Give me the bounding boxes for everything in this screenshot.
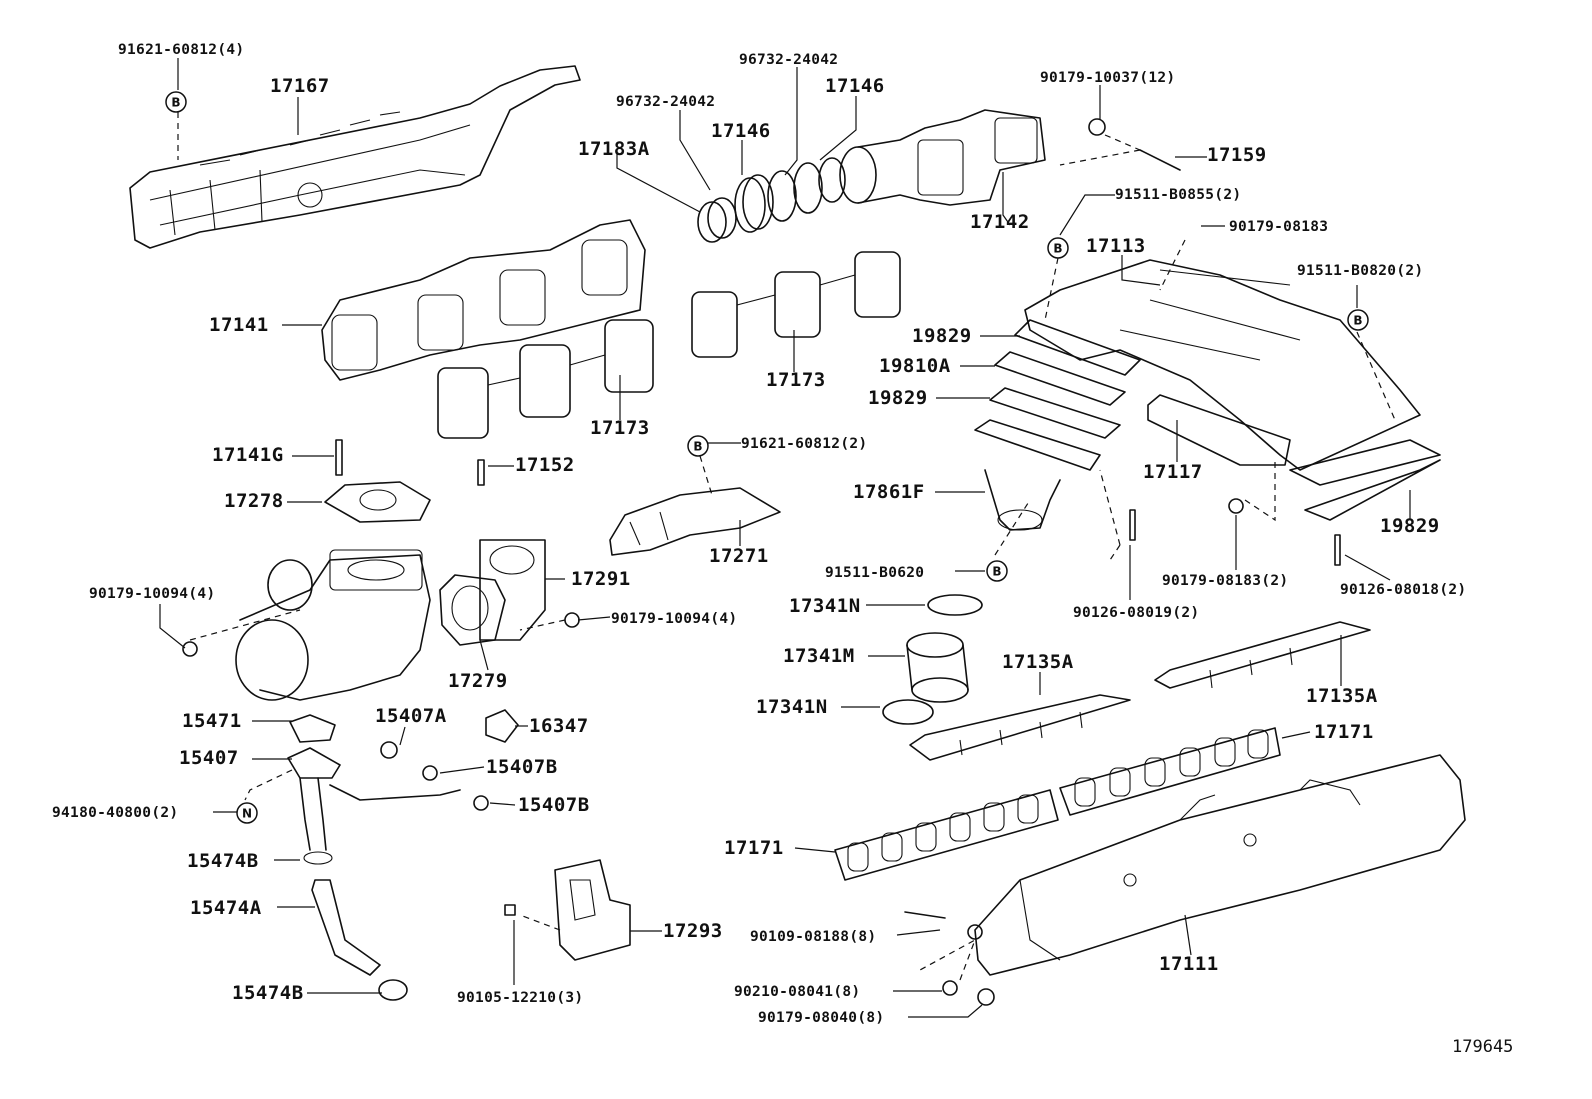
label-16347: 16347 (529, 715, 589, 737)
label-17341M: 17341M (783, 645, 855, 667)
label-90179-08183: 90179-08183 (1229, 219, 1328, 235)
svg-text:B: B (1053, 242, 1062, 256)
label-90210-08041-8: 90210-08041(8) (734, 984, 860, 1000)
exhaust-rings (697, 157, 846, 243)
svg-text:B: B (171, 96, 180, 110)
exhaust-manifold-17141 (321, 219, 646, 381)
insulator-17135A-left (909, 694, 1131, 761)
gaskets-19829-19810A (989, 319, 1141, 439)
symbol-b-5: B (986, 560, 1008, 582)
fasteners (182, 118, 1341, 1006)
label-17141G: 17141G (212, 444, 284, 466)
label-17278: 17278 (224, 490, 284, 512)
label-17135A-b: 17135A (1306, 685, 1378, 707)
label-19829-b: 19829 (868, 387, 928, 409)
intake-elbow-17113 (1024, 259, 1441, 521)
label-17341N-b: 17341N (756, 696, 828, 718)
symbol-b-1: B (165, 91, 187, 113)
label-15471: 15471 (182, 710, 242, 732)
label-96732-24042-a: 96732-24042 (739, 52, 838, 68)
label-17183A: 17183A (578, 138, 650, 160)
label-17135A-a: 17135A (1002, 651, 1074, 673)
pipe-17861F (974, 419, 1101, 531)
label-17279: 17279 (448, 670, 508, 692)
label-15474B-a: 15474B (187, 850, 259, 872)
insulator-17271 (609, 487, 781, 556)
label-90109-08188-8: 90109-08188(8) (750, 929, 876, 945)
label-19829-c: 19829 (1380, 515, 1440, 537)
label-91511-b0620: 91511-B0620 (825, 565, 924, 581)
svg-text:B: B (693, 440, 702, 454)
label-17173-left: 17173 (590, 417, 650, 439)
label-17117: 17117 (1143, 461, 1203, 483)
exhaust-pipe-17142 (839, 109, 1046, 206)
label-90179-08183-2: 90179-08183(2) (1162, 573, 1288, 589)
gasket-17278 (324, 481, 431, 523)
label-17861F: 17861F (853, 481, 925, 503)
elbow-17291 (439, 539, 546, 646)
gaskets-17173-left (437, 319, 654, 439)
label-17293: 17293 (663, 920, 723, 942)
gasket-17171-lower (834, 789, 1059, 881)
label-91511-b0820-2: 91511-B0820(2) (1297, 263, 1423, 279)
label-15407A: 15407A (375, 705, 447, 727)
label-90179-10037-12: 90179-10037(12) (1040, 70, 1175, 86)
label-17173-right: 17173 (766, 369, 826, 391)
label-17141: 17141 (209, 314, 269, 336)
symbol-b-3: B (1347, 309, 1369, 331)
part-labels: 91621-60812(4) 17167 96732-24042 96732-2… (52, 42, 1513, 1057)
label-17146-a: 17146 (825, 75, 885, 97)
diagram-ref-number: 179645 (1452, 1037, 1513, 1057)
label-17291: 17291 (571, 568, 631, 590)
label-90179-10094-4-b: 90179-10094(4) (611, 611, 737, 627)
label-96732-24042-b: 96732-24042 (616, 94, 715, 110)
symbol-n-1: N (236, 802, 258, 824)
label-17146-b: 17146 (711, 120, 771, 142)
heat-insulator-17167 (129, 65, 581, 249)
label-19829-a: 19829 (912, 325, 972, 347)
label-90126-08019-2: 90126-08019(2) (1073, 605, 1199, 621)
svg-text:N: N (242, 807, 252, 821)
label-17113: 17113 (1086, 235, 1146, 257)
label-15407B-b: 15407B (518, 794, 590, 816)
label-19810A: 19810A (879, 355, 951, 377)
label-17159: 17159 (1207, 144, 1267, 166)
symbol-b-4: B (687, 435, 709, 457)
label-15474A: 15474A (190, 897, 262, 919)
label-90126-08018-2: 90126-08018(2) (1340, 582, 1466, 598)
gaskets-17173-right (691, 251, 901, 358)
label-17341N-a: 17341N (789, 595, 861, 617)
svg-text:B: B (992, 565, 1001, 579)
label-90179-10094-4-a: 90179-10094(4) (89, 586, 215, 602)
gasket-17171-upper (1059, 727, 1281, 816)
label-90105-12210-3: 90105-12210(3) (457, 990, 583, 1006)
intake-manifold-17111 (974, 754, 1466, 976)
bracket-17293 (554, 859, 631, 961)
svg-text:B: B (1353, 314, 1362, 328)
label-17152: 17152 (515, 454, 575, 476)
oil-pipes (287, 714, 461, 1001)
symbol-b-2: B (1047, 237, 1069, 259)
insulator-17135A-right (1154, 621, 1371, 689)
label-15407B-a: 15407B (486, 756, 558, 778)
turbocharger (235, 549, 431, 701)
leader-lines (159, 58, 1411, 1018)
label-17171-a: 17171 (1314, 721, 1374, 743)
label-15474B-b: 15474B (232, 982, 304, 1004)
label-17142: 17142 (970, 211, 1030, 233)
label-17167: 17167 (270, 75, 330, 97)
label-91621-60812-4: 91621-60812(4) (118, 42, 244, 58)
label-94180-40800-2: 94180-40800(2) (52, 805, 178, 821)
label-15407: 15407 (179, 747, 239, 769)
label-90179-08040-8: 90179-08040(8) (758, 1010, 884, 1026)
label-91621-60812-2: 91621-60812(2) (741, 436, 867, 452)
label-17171-b: 17171 (724, 837, 784, 859)
label-91511-b0855-2: 91511-B0855(2) (1115, 187, 1241, 203)
hoses-17341 (882, 594, 983, 725)
plate-17117 (1147, 394, 1291, 466)
label-17111: 17111 (1159, 953, 1219, 975)
label-17271: 17271 (709, 545, 769, 567)
